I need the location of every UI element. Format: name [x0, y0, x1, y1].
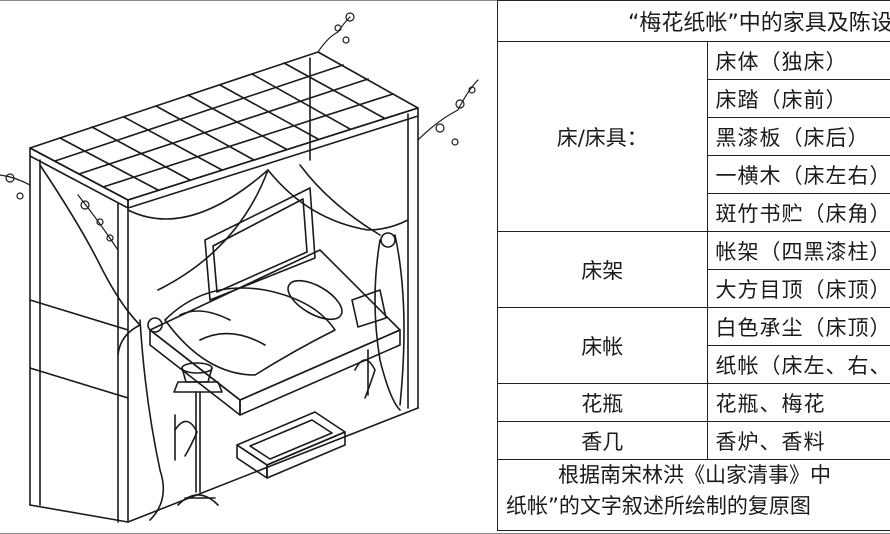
table-row: 香几 香炉、香料 — [497, 421, 890, 460]
table-title-row: “梅花纸帐”中的家具及陈设 — [497, 0, 890, 42]
category-bed: 床/床具： — [497, 41, 708, 232]
category-bed-curtain: 床帐 — [497, 307, 708, 384]
table-row: 床踏（床前） — [498, 79, 890, 118]
item-canopy-frame: 帐架（四黑漆柱） — [706, 231, 890, 270]
table-title: “梅花纸帐”中的家具及陈设 — [497, 0, 890, 42]
item-bed-body: 床体（独床） — [706, 41, 890, 80]
table-row: 斑竹书贮（床角） — [498, 193, 890, 232]
table-row: 纸帐（床左、右、后） — [498, 345, 890, 384]
table-row: 床架 帐架（四黑漆柱） — [497, 231, 890, 308]
category-incense-table: 香几 — [497, 421, 708, 460]
table-row: 黑漆板（床后） — [498, 117, 890, 156]
item-grid-top: 大方目顶（床顶） — [706, 269, 890, 308]
canopy-posts — [29, 57, 419, 523]
incense-stand — [173, 362, 223, 506]
item-bamboo-book-holder: 斑竹书贮（床角） — [706, 193, 890, 232]
table-row: 一横木（床左右） — [498, 155, 890, 194]
category-vase: 花瓶 — [497, 383, 708, 422]
table-caption: 根据南宋林洪《山家清事》中 纸帐”的文字叙述所绘制的复原图 — [497, 459, 890, 531]
item-cross-beam: 一横木（床左右） — [706, 155, 890, 194]
category-bed-frame: 床架 — [497, 231, 708, 308]
furnishings-table-container: “梅花纸帐”中的家具及陈设 床/床具： 床体（独床） 床踏（床前） 黑漆板（床后… — [497, 0, 890, 534]
item-paper-curtain: 纸帐（床左、右、后） — [706, 345, 890, 384]
furnishings-table: “梅花纸帐”中的家具及陈设 床/床具： 床体（独床） 床踏（床前） 黑漆板（床后… — [497, 0, 890, 531]
top-border — [0, 0, 890, 1]
caption-line-2: 纸帐”的文字叙述所绘制的复原图 — [506, 494, 811, 518]
item-vase-plum: 花瓶、梅花 — [706, 383, 890, 422]
item-bed-step: 床踏（床前） — [706, 79, 890, 118]
footstool — [236, 411, 346, 479]
table-row: 床/床具： 床体（独床） — [497, 41, 890, 232]
table-row: 花瓶 花瓶、梅花 — [497, 383, 890, 422]
canopy-bed-illustration — [0, 12, 479, 523]
curtains — [39, 164, 409, 521]
table-caption-row: 根据南宋林洪《山家清事》中 纸帐”的文字叙述所绘制的复原图 — [497, 459, 890, 531]
item-incense: 香炉、香料 — [706, 421, 890, 460]
table-row: 床帐 白色承尘（床顶） — [497, 307, 890, 384]
table-row: 大方目顶（床顶） — [498, 269, 890, 308]
item-dust-ceiling: 白色承尘（床顶） — [706, 307, 890, 346]
caption-line-1: 根据南宋林洪《山家清事》中 — [558, 463, 831, 487]
bedding — [164, 279, 387, 376]
item-black-lacquer-board: 黑漆板（床后） — [706, 117, 890, 156]
canopy-roof-grid — [29, 51, 419, 209]
plum-branches — [0, 12, 479, 251]
